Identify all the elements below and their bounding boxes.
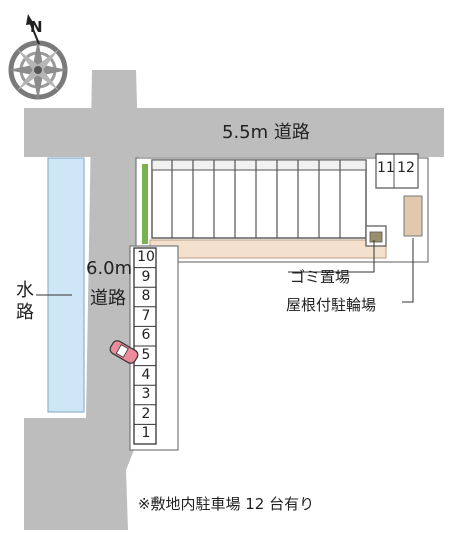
bicycle-parking (403, 195, 423, 237)
compass-icon (8, 14, 68, 100)
garbage-leader (288, 240, 375, 273)
parking-footnote: ※敷地内駐車場 12 台有り (137, 495, 315, 513)
parking-slot-12: 12 (397, 160, 415, 176)
building (151, 159, 367, 239)
hedge (142, 164, 148, 244)
waterway-label-line1: 水 (16, 280, 34, 301)
parking-slot-6: 6 (141, 327, 151, 343)
parking-slot-8: 8 (141, 288, 151, 304)
parking-left-slots (133, 247, 157, 445)
bicycle-parking-label: 屋根付駐輪場 (286, 296, 377, 314)
car-icon (109, 340, 139, 364)
parking-slot-5: 5 (141, 347, 151, 363)
waterway (47, 157, 85, 413)
parking-slot-1: 1 (141, 425, 151, 441)
parking-slot-9: 9 (141, 269, 151, 285)
top-road-label: 5.5m 道路 (222, 122, 310, 143)
side-road-label-line1: 6.0m (86, 258, 133, 279)
parking-slot-10: 10 (137, 249, 155, 265)
compass-north-label: N (30, 18, 43, 36)
parking-slot-11: 11 (377, 160, 395, 176)
garbage-area-label: ゴミ置場 (290, 268, 351, 286)
parking-slot-7: 7 (141, 308, 151, 324)
waterway-label-line2: 路 (16, 302, 34, 323)
roads (24, 70, 444, 530)
parking-slot-4: 4 (141, 367, 151, 383)
walkway (149, 239, 387, 259)
side-road-label-line2: 道路 (90, 288, 126, 309)
parking-slot-3: 3 (141, 386, 151, 402)
bicycle-leader (402, 238, 414, 303)
parking-top-box (375, 153, 419, 189)
parking-slot-2: 2 (141, 406, 151, 422)
